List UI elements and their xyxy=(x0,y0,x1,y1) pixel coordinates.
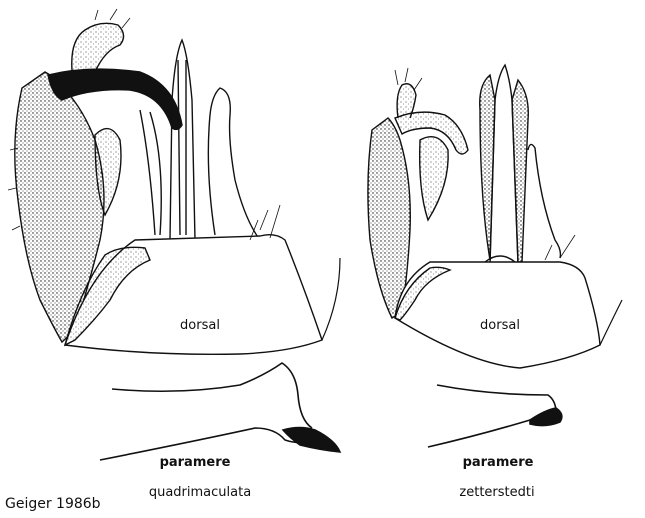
quadrimaculata-dorsal-drawing xyxy=(7,8,323,356)
zetterstedti-paramere-label: paramere xyxy=(462,455,534,470)
quadrimaculata-paramere-drawing xyxy=(99,362,342,461)
zetterstedti-view-label: dorsal xyxy=(480,318,520,333)
quadrimaculata-paramere-label: paramere xyxy=(159,455,231,470)
quadrimaculata-view-label: dorsal xyxy=(180,318,220,333)
figure-credit: Geiger 1986b xyxy=(5,496,101,512)
zetterstedti-species-label: zetterstedti xyxy=(459,485,535,500)
zetterstedti-dorsal-drawing xyxy=(367,63,601,369)
quadrimaculata-species-label: quadrimaculata xyxy=(148,485,252,500)
zetterstedti-paramere-drawing xyxy=(427,384,563,448)
